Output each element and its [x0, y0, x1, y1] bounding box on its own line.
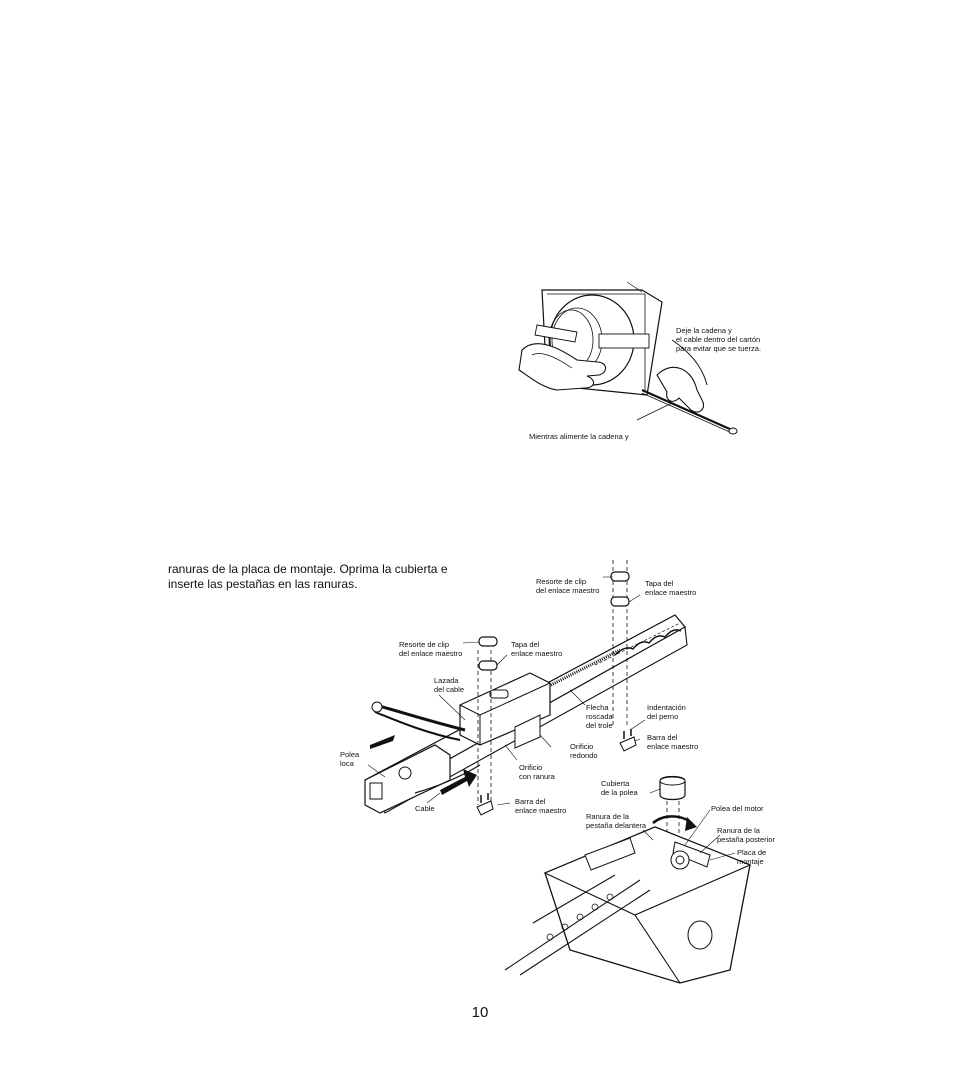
label-line: para evitar que se tuerza. [676, 344, 762, 353]
label-cap-right: Tapa del enlace maestro [645, 579, 715, 597]
label-line: Barra del [647, 733, 678, 742]
label-line: loca [340, 759, 354, 768]
label-spring-clip-left: Resorte de clip del enlace maestro [399, 640, 469, 658]
label-mounting-plate: Placa de montaje [737, 848, 777, 866]
label-front-tab-slot: Ranura de la pestaña delantera [586, 812, 656, 830]
label-keep-in-carton: Deje la cadena y el cable dentro del car… [676, 326, 786, 353]
label-motor-pulley: Polea del motor [711, 804, 764, 813]
label-line: enlace maestro [645, 588, 697, 597]
label-line: Cubierta [601, 779, 630, 788]
intro-text: ranuras de la placa de montaje. Oprima l… [168, 562, 468, 592]
label-line: Orificio [570, 742, 594, 751]
label-line: del enlace maestro [536, 586, 600, 595]
label-line: pestaña delantera [586, 821, 647, 830]
label-line: Indentación [647, 703, 686, 712]
label-line: Resorte de clip [536, 577, 587, 586]
label-line: del cable [434, 685, 465, 694]
label-bar-left: Barra del enlace maestro [515, 797, 585, 815]
label-line: Polea [340, 750, 360, 759]
label-spring-clip-right: Resorte de clip del enlace maestro [536, 577, 606, 595]
label-rear-tab-slot: Ranura de la pestaña posterior [717, 826, 777, 844]
label-line: montaje [737, 857, 764, 866]
label-pin-indent: Indentación del perno [647, 703, 707, 721]
label-cap-left: Tapa del enlace maestro [511, 640, 581, 658]
label-line: pestaña posterior [717, 835, 775, 844]
label-line: Placa de [737, 848, 767, 857]
label-line: Barra del [515, 797, 546, 806]
label-while-feeding: Mientras alimente la cadena y [529, 432, 629, 441]
label-line: del trole [586, 721, 613, 730]
chain-carton-figure [517, 280, 767, 445]
label-line: Orificio [519, 763, 543, 772]
label-threaded-shaft: Flecha roscada del trole [586, 703, 636, 730]
label-line: Ranura de la [586, 812, 629, 821]
label-line: Ranura de la [717, 826, 760, 835]
rail-assembly-illustration [364, 560, 752, 984]
chain-carton-illustration [518, 281, 738, 435]
label-line: Tapa del [511, 640, 540, 649]
label-line: roscada [586, 712, 613, 721]
label-line: enlace maestro [515, 806, 567, 815]
label-slotted-hole: Orificio con ranura [519, 763, 569, 781]
label-bar-right: Barra del enlace maestro [647, 733, 717, 751]
label-line: Tapa del [645, 579, 674, 588]
label-pulley-cover: Cubierta de la polea [601, 779, 651, 797]
label-line: enlace maestro [647, 742, 699, 751]
label-line: Flecha [586, 703, 609, 712]
label-line: del perno [647, 712, 679, 721]
label-line: del enlace maestro [399, 649, 463, 658]
intro-line-1: ranuras de la placa de montaje. Oprima l… [168, 562, 448, 576]
label-cable: Cable [415, 804, 435, 813]
label-line: redondo [570, 751, 598, 760]
page-number: 10 [471, 1004, 489, 1021]
label-line: enlace maestro [511, 649, 563, 658]
intro-line-2: inserte las pestañas en las ranuras. [168, 577, 358, 591]
label-line: Resorte de clip [399, 640, 450, 649]
label-line: de la polea [601, 788, 638, 797]
label-idler-pulley: Polea loca [340, 750, 370, 768]
label-round-hole: Orificio redondo [570, 742, 610, 760]
label-line: Deje la cadena y [676, 326, 732, 335]
label-line: Lazada [434, 676, 459, 685]
label-line: con ranura [519, 772, 555, 781]
label-line: el cable dentro del cartón [676, 335, 761, 344]
label-cable-loop: Lazada del cable [434, 676, 484, 694]
rail-assembly-figure [355, 555, 775, 985]
